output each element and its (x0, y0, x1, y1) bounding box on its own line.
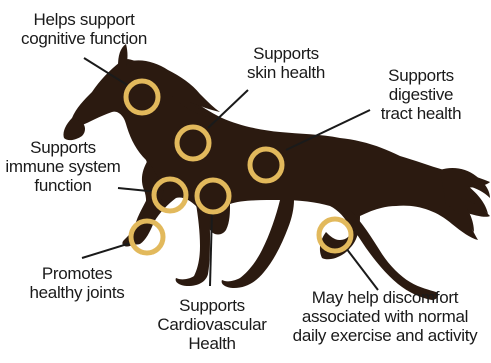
label-joints-line-1: Promotes (12, 264, 142, 283)
label-immune-line-1: Supports (0, 138, 126, 157)
label-digestive: Supports digestive tract health (366, 66, 476, 123)
label-immune-line-3: function (0, 176, 126, 195)
label-joints-line-2: healthy joints (12, 283, 142, 302)
label-immune-line-2: immune system (0, 157, 126, 176)
label-cardio-line-3: Health (150, 334, 274, 353)
label-joints: Promotes healthy joints (12, 264, 142, 302)
label-skin-line-1: Supports (236, 44, 336, 63)
label-cardio: Supports Cardiovascular Health (150, 296, 274, 353)
label-digestive-line-2: digestive (366, 85, 476, 104)
label-skin-line-2: skin health (236, 63, 336, 82)
label-discomfort-line-2: associated with normal (282, 307, 488, 326)
label-discomfort-line-1: May help discomfort (282, 288, 488, 307)
label-digestive-line-3: tract health (366, 104, 476, 123)
label-discomfort: May help discomfort associated with norm… (282, 288, 488, 345)
label-immune: Supports immune system function (0, 138, 126, 195)
label-cognitive: Helps support cognitive function (4, 10, 164, 48)
label-skin: Supports skin health (236, 44, 336, 82)
label-cognitive-line-1: Helps support (4, 10, 164, 29)
label-digestive-line-1: Supports (366, 66, 476, 85)
leader-joints (82, 242, 134, 258)
label-cardio-line-2: Cardiovascular (150, 315, 274, 334)
label-discomfort-line-3: daily exercise and activity (282, 326, 488, 345)
label-cognitive-line-2: cognitive function (4, 29, 164, 48)
label-cardio-line-1: Supports (150, 296, 274, 315)
